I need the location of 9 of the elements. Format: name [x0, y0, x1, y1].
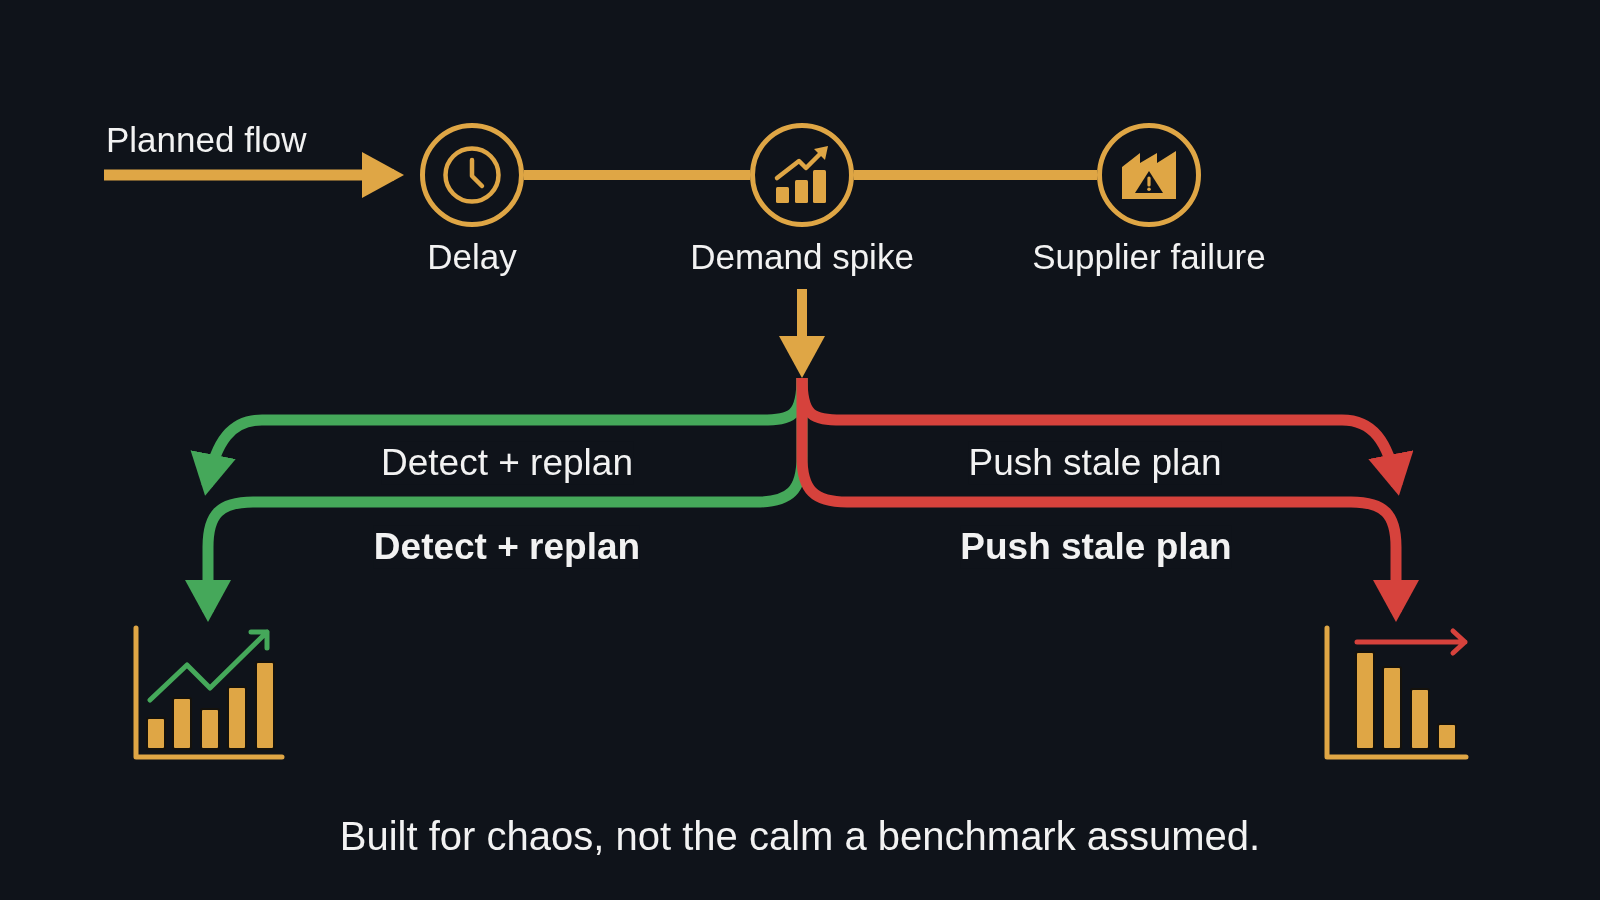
event-label: Delay — [427, 237, 517, 277]
connector-line — [854, 170, 1097, 180]
arrow — [779, 289, 825, 378]
arrow — [104, 152, 404, 198]
caption: Built for chaos, not the calm a benchmark assumed. — [339, 813, 1261, 859]
event-label: Supplier failure — [1032, 237, 1266, 277]
curved-arrow — [796, 378, 1419, 622]
connector-line — [524, 170, 750, 180]
event-label: Demand spike — [690, 237, 914, 277]
